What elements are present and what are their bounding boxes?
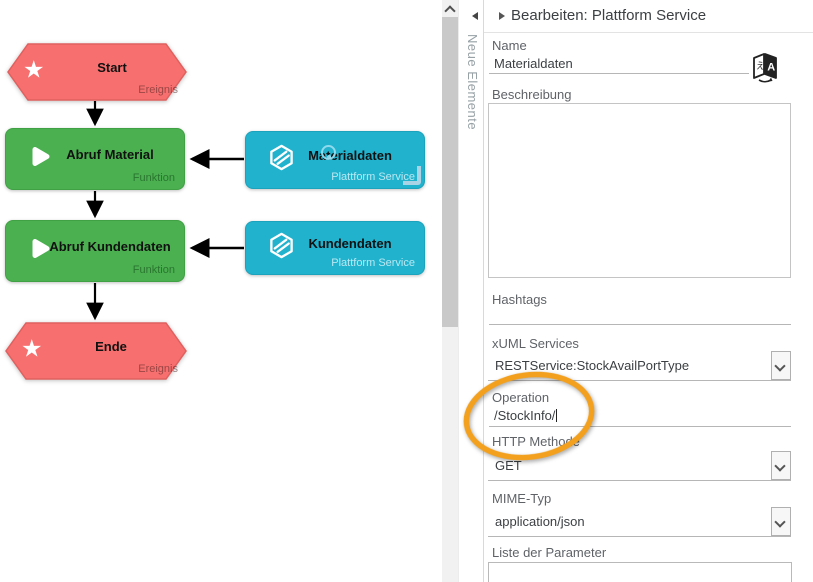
scrollbar-thumb[interactable] (442, 17, 458, 327)
dropdown-arrow-box[interactable] (771, 507, 791, 536)
properties-panel: Bearbeiten: Plattform Service Name Mater… (483, 0, 813, 582)
scroll-up-button[interactable] (442, 0, 458, 17)
platform-service-icon (268, 144, 295, 176)
panel-header[interactable]: Bearbeiten: Plattform Service (484, 0, 813, 33)
svg-text:A: A (767, 62, 775, 74)
node-label: Start (97, 59, 127, 75)
node-type-label: Funktion (132, 172, 175, 184)
hashtags-underline[interactable] (489, 324, 791, 325)
operation-underline (489, 426, 791, 427)
chevron-up-icon (444, 5, 456, 17)
mime-typ-label: MIME-Typ (492, 491, 552, 506)
node-kundendaten[interactable]: Kundendaten Plattform Service (245, 221, 425, 275)
canvas-vertical-scrollbar[interactable] (442, 0, 458, 582)
expand-header-icon[interactable] (499, 12, 505, 20)
palette-strip: Neue Elemente (458, 0, 483, 582)
collapse-panel-icon[interactable] (472, 12, 478, 20)
translate-icon[interactable]: A え (750, 50, 780, 84)
svg-text:え: え (756, 61, 765, 71)
node-abruf-material[interactable]: Abruf Material Funktion (5, 128, 185, 190)
beschreibung-label: Beschreibung (492, 87, 572, 102)
mime-typ-value: application/json (495, 514, 585, 529)
platform-service-icon (268, 232, 295, 264)
operation-label: Operation (492, 390, 550, 405)
name-label: Name (492, 38, 527, 53)
play-icon (28, 237, 52, 266)
diagram-canvas[interactable]: ★ Start Ereignis Abruf Material Funktion (0, 0, 442, 582)
operation-input[interactable]: /StockInfo/ (494, 408, 558, 423)
xuml-services-select[interactable]: RESTService:StockAvailPortType (488, 351, 791, 381)
node-start[interactable]: ★ Start Ereignis (7, 43, 187, 101)
parameter-list-box[interactable] (488, 562, 792, 582)
node-type-label: Ereignis (138, 84, 178, 96)
palette-label[interactable]: Neue Elemente (465, 34, 480, 131)
connector-arrows (86, 101, 244, 321)
play-icon (28, 145, 52, 174)
node-type-label: Plattform Service (331, 257, 415, 269)
node-type-label: Plattform Service (331, 171, 415, 183)
node-abruf-kundendaten[interactable]: Abruf Kundendaten Funktion (5, 220, 185, 282)
node-label: Ende (95, 338, 127, 354)
http-methode-select[interactable]: GET (488, 451, 791, 481)
node-ende[interactable]: ★ Ende Ereignis (5, 322, 187, 380)
chevron-down-icon (774, 360, 786, 372)
panel-title: Bearbeiten: Plattform Service (511, 7, 707, 24)
xuml-services-value: RESTService:StockAvailPortType (495, 358, 690, 373)
parameter-list-label: Liste der Parameter (492, 545, 607, 560)
connection-port-icon[interactable] (321, 145, 336, 160)
dropdown-arrow-box[interactable] (771, 351, 791, 380)
node-type-label: Ereignis (138, 363, 178, 375)
text-caret (556, 409, 558, 422)
dropdown-arrow-box[interactable] (771, 451, 791, 480)
name-underline (489, 73, 749, 74)
node-label: Abruf Kundendaten (49, 238, 171, 254)
node-label: Kundendaten (308, 235, 392, 251)
star-icon: ★ (23, 56, 45, 84)
link-corner-icon (403, 166, 421, 185)
star-icon: ★ (21, 335, 43, 363)
chevron-down-icon (774, 460, 786, 472)
hashtags-label: Hashtags (492, 292, 547, 307)
http-methode-label: HTTP Methode (492, 434, 580, 449)
node-type-label: Funktion (132, 264, 175, 276)
beschreibung-textarea[interactable] (488, 103, 791, 278)
xuml-services-label: xUML Services (492, 336, 579, 351)
node-materialdaten[interactable]: Materialdaten Plattform Service (245, 131, 425, 189)
chevron-down-icon (774, 516, 786, 528)
name-input[interactable]: Materialdaten (494, 56, 573, 71)
http-methode-value: GET (495, 458, 522, 473)
node-label: Abruf Material (66, 146, 154, 162)
mime-typ-select[interactable]: application/json (488, 507, 791, 537)
